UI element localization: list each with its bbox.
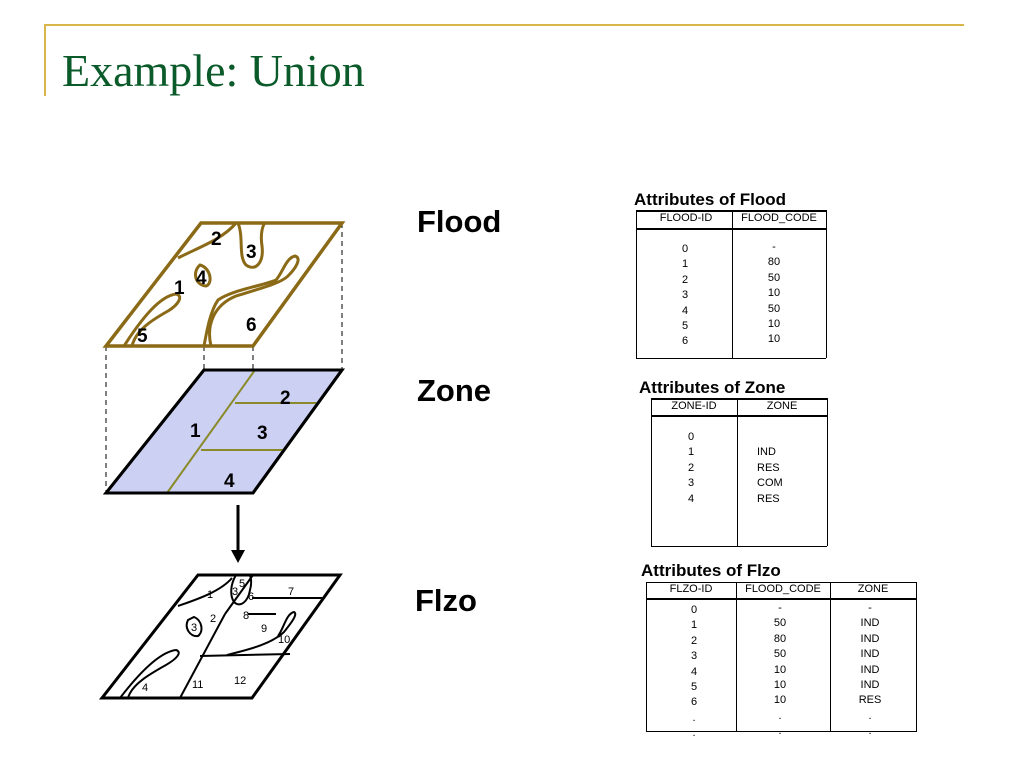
zone-polygon-label: 1 xyxy=(190,421,201,442)
flzo-parcel xyxy=(98,573,343,700)
flzo-id-column: 0 1 2 3 4 5 6 . . xyxy=(690,604,698,740)
union-diagram: 2 3 4 1 5 6 2 1 3 4 xyxy=(98,221,346,700)
zone-table-header: ZONE xyxy=(766,400,798,412)
zone-table-header: ZONE-ID xyxy=(671,400,717,412)
flood-polygon-label: 1 xyxy=(174,278,185,299)
flood-polygon-label: 6 xyxy=(246,315,257,336)
flzo-polygon-label: 11 xyxy=(192,679,203,691)
table-border xyxy=(830,582,831,732)
table-rule xyxy=(646,598,916,600)
table-rule xyxy=(636,210,826,212)
slide-title: Example: Union xyxy=(62,45,365,96)
flzo-polygon-label: 3 xyxy=(232,586,238,598)
table-border xyxy=(736,582,737,732)
zone-map: 2 1 3 4 xyxy=(102,368,345,495)
flood-boundaries xyxy=(122,221,300,347)
zone-polygon-label: 3 xyxy=(257,423,268,444)
flzo-table-header: FLOOD_CODE xyxy=(745,583,821,595)
table-border xyxy=(737,398,738,546)
zone-table-caption: Attributes of Zone xyxy=(639,378,786,397)
flzo-polygon-label: 1 xyxy=(207,589,213,601)
table-rule xyxy=(646,582,916,583)
table-border xyxy=(651,398,652,546)
flood-polygon-label: 2 xyxy=(211,229,222,250)
top-rule xyxy=(44,24,964,26)
table-rule xyxy=(651,546,827,547)
flzo-polygon-label: 5 xyxy=(239,578,245,590)
table-rule xyxy=(636,358,826,359)
flzo-polygon-label: 8 xyxy=(243,610,249,622)
flzo-polygon-label: 10 xyxy=(278,634,290,646)
flzo-polygon-label: 6 xyxy=(248,591,254,603)
zone-layer-label: Zone xyxy=(417,373,492,408)
flzo-table-caption: Attributes of Flzo xyxy=(641,561,781,580)
zone-polygon-label: 2 xyxy=(280,388,291,409)
flood-table-header: FLOOD-ID xyxy=(659,212,713,224)
flood-code-column: - 80 50 10 50 10 10 xyxy=(767,241,781,346)
flood-polygon-label: 4 xyxy=(196,268,207,289)
table-border xyxy=(826,210,827,358)
flood-table-header: FLOOD_CODE xyxy=(741,212,817,224)
table-rule xyxy=(651,398,827,400)
table-rule xyxy=(636,228,826,230)
zone-column: IND RES COM RES xyxy=(757,446,783,505)
flzo-code-column: - 50 80 50 10 10 10 . . xyxy=(773,602,787,738)
zone-id-column: 0 1 2 3 4 xyxy=(687,431,695,505)
flzo-polygon-label: 12 xyxy=(234,675,246,687)
zone-polygon-label: 4 xyxy=(224,471,235,492)
left-rule xyxy=(44,24,46,96)
arrow-icon xyxy=(231,505,245,563)
flzo-layer-label: Flzo xyxy=(415,583,477,618)
flood-table-caption: Attributes of Flood xyxy=(634,190,787,209)
flzo-table-header: ZONE xyxy=(857,583,889,595)
flood-id-column: 0 1 2 3 4 5 6 xyxy=(681,243,689,348)
table-border xyxy=(646,582,647,732)
table-rule xyxy=(646,731,916,732)
flood-polygon-label: 5 xyxy=(137,326,148,347)
table-border xyxy=(827,398,828,546)
flzo-polygon-label: 2 xyxy=(210,613,216,625)
table-border xyxy=(732,210,733,358)
flzo-polygon-label: 3 xyxy=(191,622,197,634)
flzo-table-header: FLZO-ID xyxy=(669,583,713,595)
table-border xyxy=(636,210,637,358)
flood-map: 2 3 4 1 5 6 xyxy=(102,221,346,348)
flzo-polygon-label: 4 xyxy=(142,682,148,694)
flzo-map: 5 1 3 6 7 2 8 3 9 10 4 11 12 xyxy=(98,573,343,700)
flzo-polygon-label: 7 xyxy=(288,586,294,598)
flzo-polygon-label: 9 xyxy=(261,623,267,635)
flood-polygon-label: 3 xyxy=(246,242,257,263)
table-rule xyxy=(651,415,827,417)
table-border xyxy=(916,582,917,732)
flzo-zone-column: - IND IND IND IND IND RES . . xyxy=(858,602,882,738)
flood-layer-label: Flood xyxy=(417,204,502,239)
